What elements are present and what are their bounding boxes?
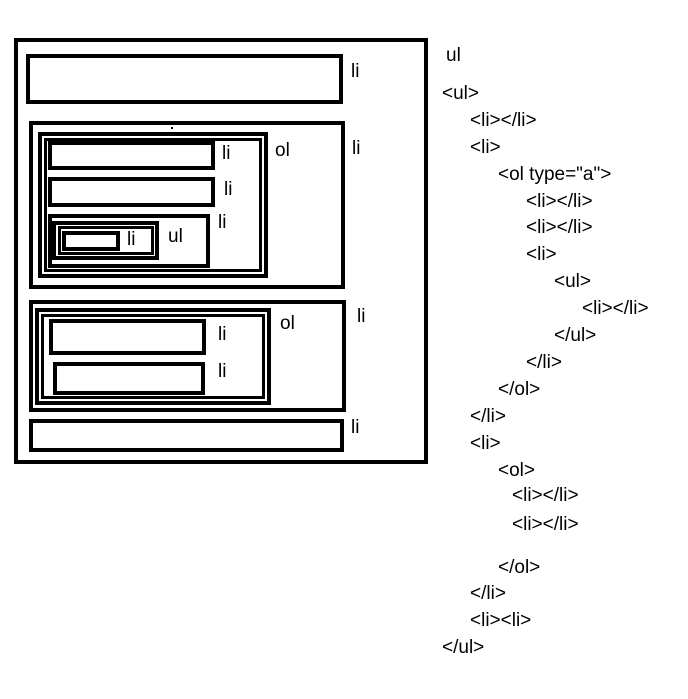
ol-1-li-3-box — [48, 214, 210, 268]
li-1-label: li — [351, 61, 360, 82]
code-line: <li></li> — [512, 485, 579, 506]
li-3-label: li — [357, 306, 366, 327]
code-line: </li> — [470, 406, 506, 427]
code-line: </ul> — [554, 325, 597, 346]
root-ul-box — [14, 38, 428, 464]
ol-1-li-2-label: li — [224, 179, 233, 200]
inner-ul-li-label: li — [127, 229, 136, 250]
code-line: <li> — [470, 433, 501, 454]
code-line: <li></li> — [512, 514, 579, 535]
root-ul-label: ul — [446, 45, 461, 66]
code-line: </li> — [526, 352, 562, 373]
li-4-label: li — [351, 417, 360, 438]
li-3-box — [29, 300, 346, 412]
ol-1-label: ol — [275, 140, 290, 161]
ol-1-li-2-box — [48, 177, 215, 207]
code-line: <li><li> — [470, 610, 532, 631]
ol-1-li-1-label: li — [222, 143, 231, 164]
li-2-label: li — [352, 138, 361, 159]
code-line: <ul> — [442, 83, 479, 104]
ol-2-li-1-label: li — [218, 324, 227, 345]
code-line: <ol> — [498, 460, 535, 481]
code-line: <li> — [470, 137, 501, 158]
ol-1-li-3-label: li — [218, 212, 227, 233]
code-line: <li></li> — [526, 217, 593, 238]
ol-2-label: ol — [280, 313, 295, 334]
ol-1-box — [38, 132, 268, 278]
code-line: <ol type="a"> — [498, 164, 612, 185]
code-line: <li> — [526, 244, 557, 265]
code-line: <li></li> — [526, 191, 593, 212]
ol-1-li-1-box — [48, 141, 215, 170]
ol-2-box — [35, 308, 271, 405]
code-line: <li></li> — [470, 110, 537, 131]
code-line: </ol> — [498, 557, 541, 578]
stray-dot — [171, 127, 173, 129]
li-2-box — [29, 121, 345, 289]
ol-2-li-1-box — [49, 319, 206, 355]
code-line: </li> — [470, 583, 506, 604]
code-line: </ul> — [442, 637, 485, 658]
inner-ul-box — [52, 221, 159, 260]
li-1-box — [26, 54, 343, 104]
ol-1-inner-border — [44, 138, 262, 272]
ol-2-inner-border — [41, 314, 265, 399]
inner-ul-label: ul — [168, 226, 183, 247]
code-line: <ul> — [554, 271, 591, 292]
li-4-box — [29, 419, 344, 452]
inner-ul-li-box — [62, 231, 120, 251]
code-line: <li></li> — [582, 298, 649, 319]
ol-2-li-2-label: li — [218, 361, 227, 382]
inner-ul-inner-border — [58, 226, 154, 255]
ol-2-li-2-box — [53, 362, 205, 395]
code-line: </ol> — [498, 379, 541, 400]
